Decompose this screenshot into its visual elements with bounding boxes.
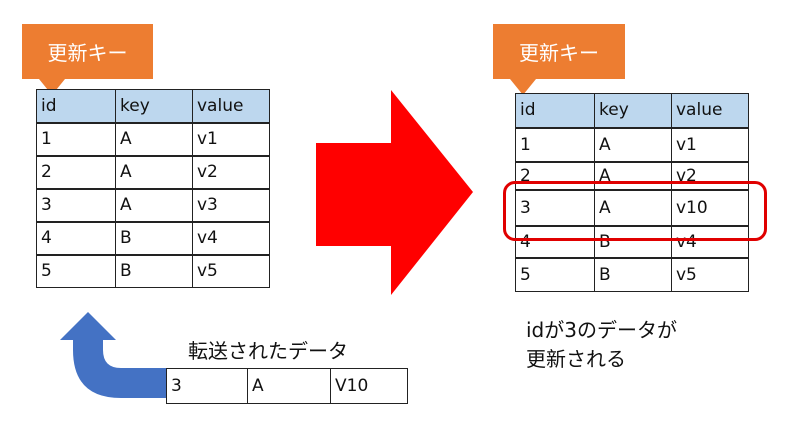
left-table-row: 3 A v3 xyxy=(36,187,270,222)
left-cell-key: A xyxy=(115,154,193,189)
left-cell-id: 3 xyxy=(36,187,116,222)
left-table-row: 5 B v5 xyxy=(36,253,270,288)
right-cell-key: A xyxy=(594,126,672,162)
left-col-value: value xyxy=(192,89,270,123)
right-update-key-badge: 更新キー xyxy=(493,24,625,99)
left-cell-value: v1 xyxy=(192,121,270,156)
transferred-cell-key: A xyxy=(247,368,331,404)
updated-row-highlight xyxy=(503,181,767,241)
left-cell-value: v5 xyxy=(192,253,270,288)
right-col-value: value xyxy=(671,93,749,128)
left-cell-id: 4 xyxy=(36,220,116,255)
update-note-line2: 更新される xyxy=(526,347,626,371)
left-update-key-badge: 更新キー xyxy=(22,24,153,99)
left-cell-key: B xyxy=(115,220,193,255)
right-badge-label: 更新キー xyxy=(493,24,625,79)
left-cell-key: B xyxy=(115,253,193,288)
right-col-key: key xyxy=(594,93,672,128)
right-cell-value: v1 xyxy=(671,126,749,162)
transferred-cell-id: 3 xyxy=(166,368,248,404)
right-cell-id: 4 xyxy=(515,224,595,258)
right-table-row: 2 A v2 xyxy=(515,160,749,190)
right-cell-value: v2 xyxy=(671,160,749,190)
right-table: id key value 1 A v1 2 A v2 3 A v10 4 B v… xyxy=(515,93,749,292)
big-red-arrow xyxy=(316,90,473,295)
left-col-id: id xyxy=(36,89,116,123)
left-badge-label: 更新キー xyxy=(22,24,153,79)
transferred-data-row: 3 A V10 xyxy=(166,368,408,404)
right-cell-value: v5 xyxy=(671,256,749,292)
left-cell-key: A xyxy=(115,187,193,222)
left-table-header-row: id key value xyxy=(36,89,270,123)
right-badge-pointer xyxy=(510,79,536,95)
right-cell-id: 1 xyxy=(515,126,595,162)
left-cell-key: A xyxy=(115,121,193,156)
right-cell-key: A xyxy=(594,160,672,190)
right-cell-key: B xyxy=(594,256,672,292)
transferred-data-label: 転送されたデータ xyxy=(188,339,348,363)
left-table-row: 2 A v2 xyxy=(36,154,270,189)
left-cell-value: v3 xyxy=(192,187,270,222)
left-table-row: 4 B v4 xyxy=(36,220,270,255)
right-col-id: id xyxy=(515,93,595,128)
left-cell-value: v2 xyxy=(192,154,270,189)
right-cell-id: 5 xyxy=(515,256,595,292)
right-cell-value: v10 xyxy=(671,188,749,226)
left-table-row: 1 A v1 xyxy=(36,121,270,156)
curved-return-arrow-icon xyxy=(60,312,166,398)
left-cell-id: 1 xyxy=(36,121,116,156)
left-cell-id: 2 xyxy=(36,154,116,189)
update-note-line1: idが3のデータが xyxy=(526,318,677,342)
left-cell-id: 5 xyxy=(36,253,116,288)
transferred-data-table: 3 A V10 xyxy=(166,368,408,404)
transferred-cell-value: V10 xyxy=(330,368,408,404)
left-table: id key value 1 A v1 2 A v2 3 A v3 4 B v4… xyxy=(36,89,270,288)
right-table-row: 1 A v1 xyxy=(515,126,749,162)
right-table-row: 5 B v5 xyxy=(515,256,749,292)
left-col-key: key xyxy=(115,89,193,123)
right-table-header-row: id key value xyxy=(515,93,749,128)
left-cell-value: v4 xyxy=(192,220,270,255)
